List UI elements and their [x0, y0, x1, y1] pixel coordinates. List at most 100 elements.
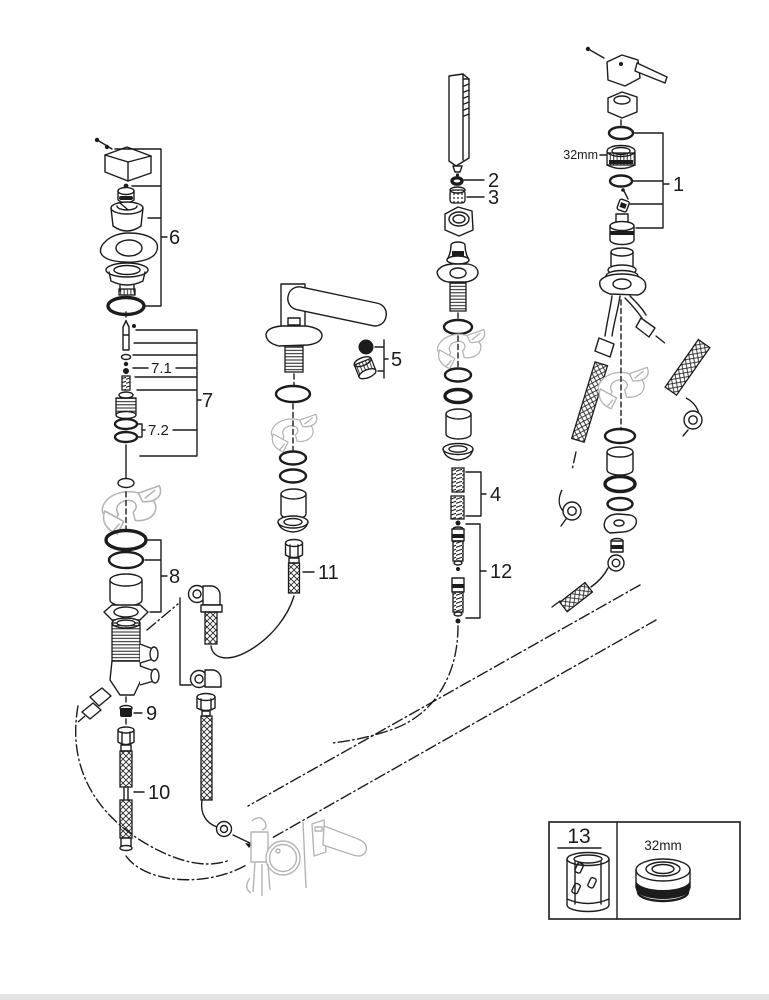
o-ring — [104, 528, 148, 552]
hose-routing-line — [74, 705, 231, 865]
toolbox-tool-number: 13 — [567, 825, 590, 848]
mounting-nut — [103, 604, 149, 621]
filter-insert — [449, 189, 466, 204]
o-ring — [606, 496, 634, 512]
cartridge-assembly-1: 32mm 1 — [563, 46, 684, 246]
callout-12: 12 — [490, 561, 512, 583]
callout-1: 1 — [673, 174, 684, 196]
handle-assembly-6: 6 — [94, 137, 180, 317]
hose-elbow-end — [683, 410, 703, 430]
callout-bracket-1 — [629, 132, 670, 229]
aerator-5: 5 — [353, 339, 402, 380]
spindle — [122, 320, 130, 351]
spout-assembly — [265, 283, 388, 404]
mousseur-seal — [358, 339, 374, 355]
hose-routing-line — [331, 625, 459, 744]
toolbox-part-size: 32mm — [644, 838, 682, 853]
page-bottom-bar — [0, 994, 769, 1000]
braided-hose — [664, 338, 711, 397]
grub-screw-icon — [94, 137, 100, 143]
braided-hose — [558, 581, 594, 613]
braided-hose — [119, 799, 133, 839]
spray-face — [463, 83, 469, 117]
o-ring — [274, 384, 312, 404]
o-ring-7-2 — [113, 417, 139, 431]
hose-routing-line — [125, 855, 249, 881]
braided-hose — [204, 611, 218, 645]
hose-curve — [210, 595, 295, 659]
hose-end-11: 11 — [284, 538, 339, 594]
braided-hose — [200, 715, 213, 801]
callout-10: 10 — [148, 782, 170, 804]
callout-4: 4 — [490, 484, 501, 506]
shank — [449, 282, 467, 312]
o-ring — [443, 367, 473, 383]
hand-shower-stick — [448, 73, 470, 167]
o-ring — [450, 176, 464, 186]
callout-7-2: 7.2 — [148, 422, 169, 439]
shower-oring-2: 2 — [450, 170, 499, 192]
callout-9: 9 — [146, 703, 157, 725]
handle-cap — [117, 186, 135, 196]
springs-4: 4 — [450, 467, 501, 520]
install-reference-drawing — [246, 817, 368, 896]
lever-handle — [606, 54, 641, 87]
elbow-connector-lower — [189, 669, 253, 848]
o-ring — [603, 474, 637, 494]
callout-bracket-5 — [374, 339, 389, 379]
angle-adapter — [89, 687, 112, 707]
shower-holder — [436, 206, 479, 336]
callout-7-1: 7.1 — [151, 360, 172, 377]
braided-hose — [287, 562, 301, 594]
o-ring — [607, 125, 635, 141]
braided-hose — [570, 361, 609, 444]
callout-bracket-7 — [132, 329, 202, 457]
cartridge — [609, 220, 635, 232]
braided-hose — [119, 750, 133, 788]
spring — [451, 467, 465, 493]
callout-bracket-6 — [114, 148, 168, 307]
hose-elbow-end — [607, 554, 625, 572]
callout-3: 3 — [488, 187, 499, 209]
mounting-flange — [105, 262, 149, 278]
valve-body — [77, 617, 160, 723]
nut-size-label: 32mm — [563, 148, 598, 162]
gauge-body — [250, 831, 269, 863]
callout-11: 11 — [318, 562, 339, 584]
hose-routing-line — [247, 584, 641, 807]
mounting-set-8: 8 — [103, 528, 180, 621]
o-ring — [608, 174, 634, 188]
callout-bracket-8 — [144, 539, 168, 613]
wall-spout — [322, 825, 368, 857]
shower-mounting-set — [442, 367, 474, 461]
valve-bonnet — [110, 201, 144, 215]
inlet-tube — [604, 295, 621, 337]
callout-7: 7 — [202, 390, 213, 412]
o-ring-7-2 — [113, 430, 139, 444]
divider — [302, 821, 307, 889]
spout-shank — [284, 345, 304, 373]
mounting-clamp-reference — [270, 413, 318, 453]
hose-connector — [594, 337, 615, 358]
spacer-ring — [445, 414, 472, 440]
base-mounting-set — [551, 427, 638, 613]
spout-mounting-set — [277, 450, 309, 533]
hose-connector — [635, 317, 656, 338]
callout-8: 8 — [169, 566, 180, 588]
spring — [450, 495, 465, 520]
o-ring — [278, 450, 308, 466]
callout-5: 5 — [391, 349, 402, 371]
hand-shower — [448, 73, 470, 177]
callout-2: 2 — [488, 170, 499, 192]
o-ring — [442, 318, 474, 336]
o-ring — [443, 387, 473, 405]
threaded-body — [111, 622, 141, 662]
arrowhead — [245, 843, 252, 848]
mounting-clamp-reference — [436, 328, 486, 370]
o-ring — [107, 550, 145, 570]
o-ring — [603, 427, 637, 445]
gauge-dial — [265, 840, 301, 876]
hose-elbow-end — [215, 820, 233, 838]
